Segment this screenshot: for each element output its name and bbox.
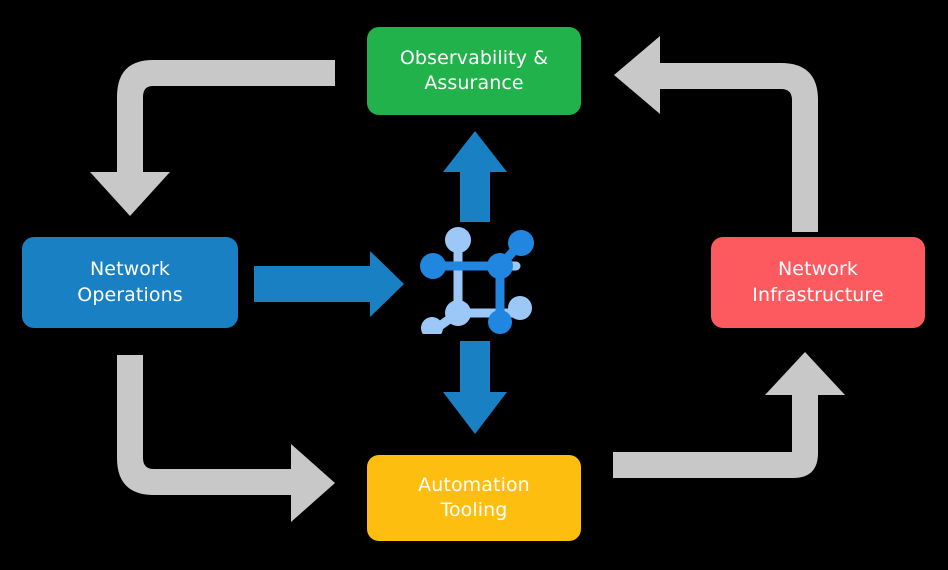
connector-center-to-observability [443,131,507,222]
node-box-observability[interactable]: Observability & Assurance [367,27,581,115]
node-box-network-infrastructure[interactable]: Network Infrastructure [711,237,925,328]
connector-observability-to-operations [90,60,335,216]
connector-automation-to-infrastructure [613,352,845,478]
node-label-network-operations: Network Operations [77,258,183,306]
icon-dark-nodes [420,230,534,334]
node-box-network-operations[interactable]: Network Operations [22,237,238,328]
icon-light-nodes [421,227,532,339]
connector-operations-to-center [254,251,404,317]
node-label-observability: Observability & Assurance [399,46,549,94]
network-topology-icon-svg [420,227,534,339]
connector-operations-to-automation [117,355,335,522]
connector-infrastructure-to-observability [614,36,818,232]
node-label-network-infrastructure: Network Infrastructure [752,258,884,306]
node-label-automation-tooling: Automation Tooling [418,473,530,521]
network-topology-icon [420,218,536,339]
node-box-automation-tooling[interactable]: Automation Tooling [367,455,581,541]
connector-center-to-automation [443,341,507,434]
